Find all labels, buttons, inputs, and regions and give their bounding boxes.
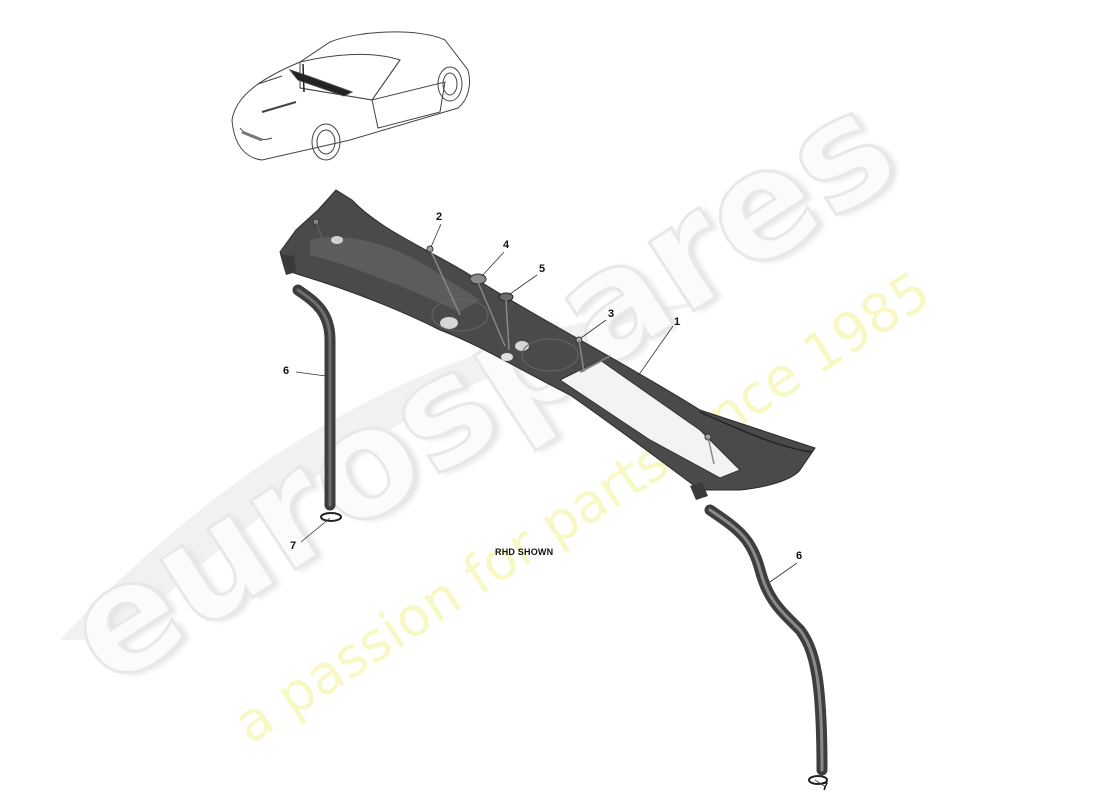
- drain-hose-right: [704, 504, 828, 785]
- car-locator-image: [231, 31, 471, 161]
- rhd-shown-note: RHD SHOWN: [495, 547, 554, 557]
- callout-1: 1: [674, 316, 681, 328]
- part-4-grommet: [469, 273, 487, 285]
- scuttle-panel: [279, 189, 816, 500]
- callout-6-right: 6: [796, 550, 803, 562]
- hose-clip-right: [808, 775, 828, 785]
- fasteners: [312, 218, 715, 465]
- callout-2: 2: [436, 211, 443, 223]
- drain-hose-left: [292, 284, 342, 522]
- watermark-swoosh: [60, 300, 720, 640]
- callout-3: 3: [608, 308, 615, 320]
- hose-clip-left: [320, 512, 342, 522]
- callout-7-right: 7: [822, 781, 829, 793]
- callout-6-left: 6: [283, 365, 290, 377]
- callout-7-left: 7: [290, 540, 297, 552]
- callout-4: 4: [503, 239, 510, 251]
- callout-5: 5: [539, 263, 546, 275]
- leader-lines: [295, 223, 827, 788]
- part-5-grommet: [498, 292, 514, 302]
